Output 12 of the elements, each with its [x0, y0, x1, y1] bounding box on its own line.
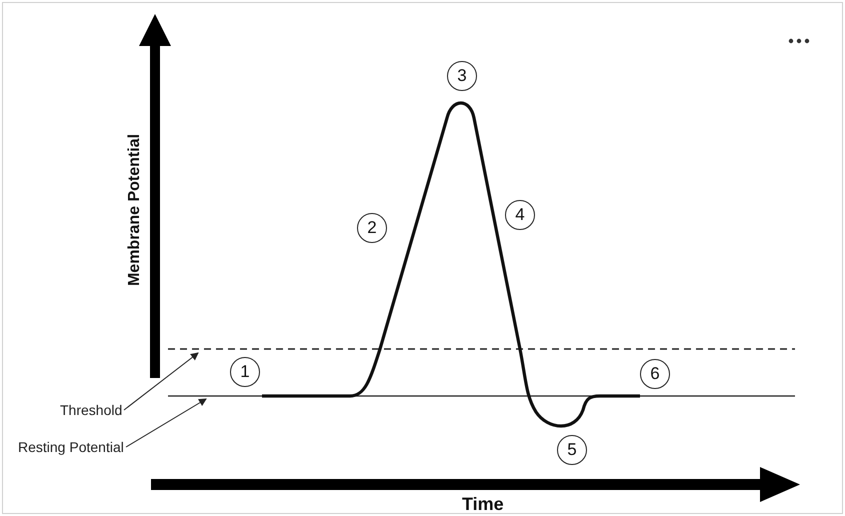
leader-line [124, 352, 199, 410]
callout-label: Resting Potential [18, 439, 124, 455]
callout-number: 6 [640, 359, 670, 389]
callout-label: Threshold [60, 402, 122, 418]
y-axis-label: Membrane Potential [126, 134, 144, 286]
callout-number: 5 [557, 435, 587, 465]
callout-number: 1 [230, 357, 260, 387]
x-axis-label: Time [462, 494, 504, 514]
callout-number: 4 [505, 200, 535, 230]
leader-line [126, 398, 207, 448]
callout-number: 3 [447, 61, 477, 91]
callout-number: 2 [357, 213, 387, 243]
